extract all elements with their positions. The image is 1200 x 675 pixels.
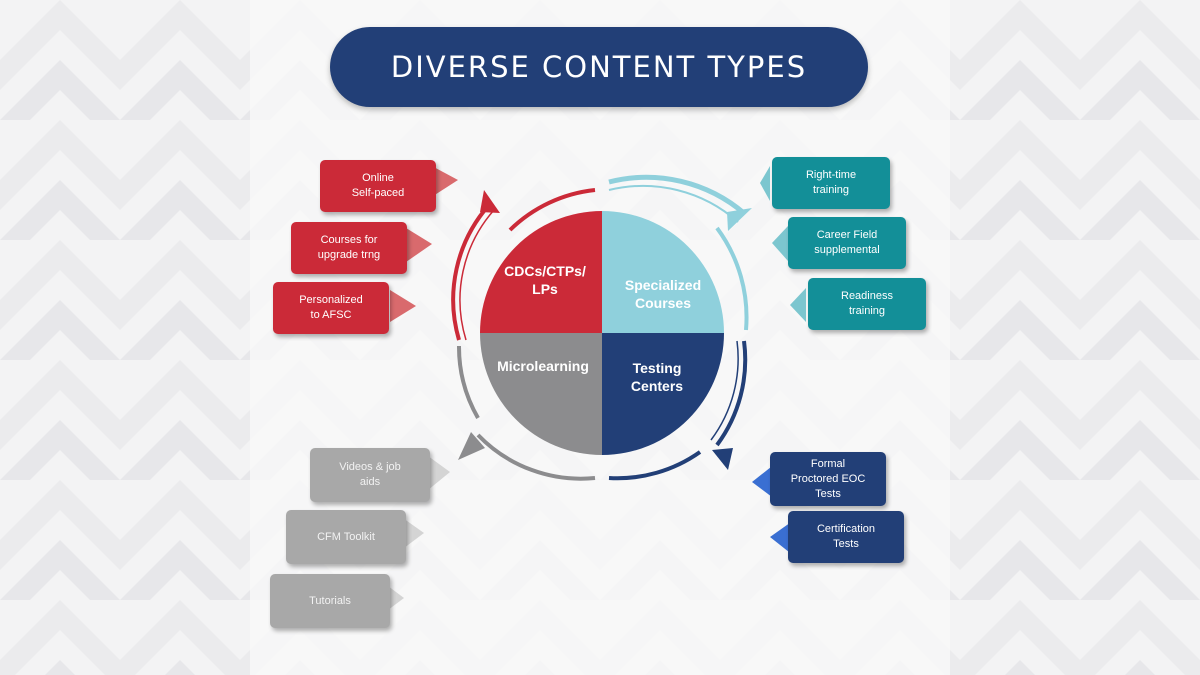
gray-arrowhead — [458, 432, 485, 460]
quadrant-top-left — [480, 211, 602, 333]
navy-item-formal-eoc: Formal Proctored EOC Tests — [770, 452, 886, 506]
quadrant-label-cdcs: CDCs/CTPs/ LPs — [504, 263, 586, 297]
navy-arc-inner — [710, 340, 739, 441]
navy-item-certification: Certification Tests — [788, 511, 904, 563]
quadrant-bottom-left — [480, 333, 602, 455]
teal-pointers — [760, 166, 806, 322]
page-title: DIVERSE CONTENT TYPES — [390, 50, 808, 84]
gray-item-cfm-toolkit: CFM Toolkit — [286, 510, 406, 564]
teal-arc-right — [715, 226, 749, 331]
red-arc-top — [508, 188, 596, 232]
quadrant-label-testing: Testing Centers — [630, 360, 684, 394]
navy-arc-bottom — [608, 450, 702, 481]
red-item-personalized: Personalized to AFSC — [273, 282, 389, 334]
teal-arc-inner — [608, 184, 739, 223]
red-arrowhead — [480, 190, 500, 213]
quadrant-top-right — [602, 211, 724, 333]
title-banner: DIVERSE CONTENT TYPES — [330, 27, 868, 107]
teal-item-readiness: Readiness training — [808, 278, 926, 330]
teal-arc — [608, 174, 747, 216]
red-pointers — [390, 165, 458, 322]
teal-arrowhead — [727, 208, 752, 231]
red-item-courses-upgrade: Courses for upgrade trng — [291, 222, 407, 274]
gray-item-videos: Videos & job aids — [310, 448, 430, 502]
teal-item-right-time: Right-time training — [772, 157, 890, 209]
red-arc — [451, 203, 491, 341]
teal-item-career-field: Career Field supplemental — [788, 217, 906, 269]
navy-arc — [715, 340, 748, 447]
navy-arrowhead — [712, 448, 733, 470]
red-arc-inner — [459, 209, 495, 341]
quadrant-bottom-right — [602, 333, 724, 455]
gray-arc — [476, 433, 596, 481]
gray-arc-left — [456, 345, 480, 419]
quadrant-label-specialized: Specialized Courses — [624, 277, 702, 311]
red-item-online-self-paced: Online Self-paced — [320, 160, 436, 212]
gray-item-tutorials: Tutorials — [270, 574, 390, 628]
quadrant-label-microlearning: Microlearning — [497, 358, 589, 374]
